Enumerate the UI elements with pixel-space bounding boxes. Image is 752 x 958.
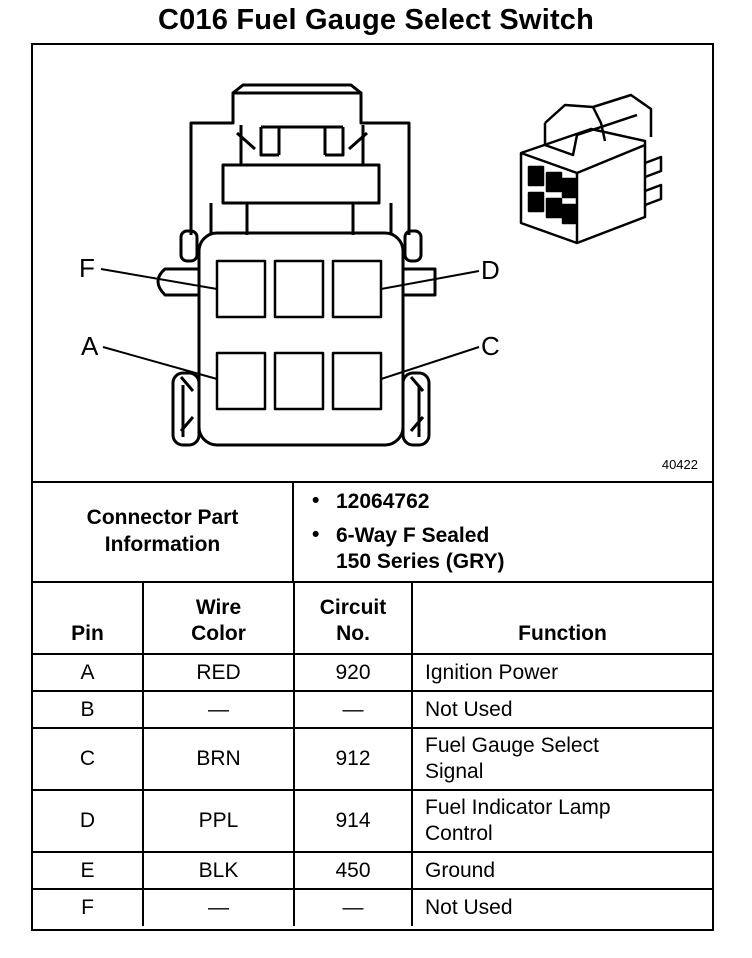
latch-housing <box>189 83 411 235</box>
description-item: • 6-Way F Sealed 150 Series (GRY) <box>312 523 505 575</box>
connector-info-label: Connector Part Information <box>33 481 294 581</box>
table-row: F — — Not Used <box>33 888 712 926</box>
cavity-f <box>215 259 267 319</box>
header-function: Function <box>411 583 712 655</box>
header-pin: Pin <box>33 583 144 655</box>
bullet-icon: • <box>312 523 320 546</box>
cell-circuit: 912 <box>293 727 413 791</box>
cell-color: — <box>142 888 295 926</box>
cavity-b <box>273 351 325 411</box>
bullet-icon: • <box>312 489 320 512</box>
cell-pin: D <box>33 789 144 853</box>
connector-sheet: F D A C 40422 Connector Part Information… <box>31 43 714 931</box>
header-circuit: Circuit No. <box>293 583 413 655</box>
function-line: Fuel Indicator Lamp <box>425 796 611 819</box>
function-line: Control <box>425 822 493 845</box>
cell-color: BLK <box>142 851 295 890</box>
function-line: Fuel Gauge Select <box>425 734 599 757</box>
table-row: E BLK 450 Ground <box>33 851 712 890</box>
cell-circuit: 914 <box>293 789 413 853</box>
cell-function: Ignition Power <box>411 653 712 692</box>
cell-color: BRN <box>142 727 295 791</box>
header-wire-color: Wire Color <box>142 583 295 655</box>
cell-pin: F <box>33 888 144 926</box>
table-row: D PPL 914 Fuel Indicator Lamp Control <box>33 789 712 853</box>
cell-function: Fuel Gauge Select Signal <box>411 727 712 791</box>
header-line: Wire <box>195 596 242 619</box>
cavity-a <box>215 351 267 411</box>
page-title: C016 Fuel Gauge Select Switch <box>157 4 595 36</box>
cell-function: Ground <box>411 851 712 890</box>
header-line: Color <box>191 622 246 645</box>
cell-circuit: 450 <box>293 851 413 890</box>
pin-label-d: D <box>481 255 500 285</box>
info-label-line: Information <box>104 533 221 556</box>
figure-number: 40422 <box>661 457 698 472</box>
table-row: B — — Not Used <box>33 690 712 729</box>
cell-circuit: 920 <box>293 653 413 692</box>
cell-pin: C <box>33 727 144 791</box>
table-header-row: Pin Wire Color Circuit No. Function <box>33 583 712 655</box>
part-number-item: • 12064762 <box>312 489 430 515</box>
cavity-d <box>331 259 383 319</box>
info-label-line: Connector Part <box>86 506 239 529</box>
pin-label-f: F <box>79 253 95 283</box>
description-line: 150 Series (GRY) <box>336 550 505 573</box>
connector-body <box>156 229 437 447</box>
connector-diagram: F D A C 40422 <box>33 45 712 483</box>
cell-pin: A <box>33 653 144 692</box>
pin-table: Pin Wire Color Circuit No. Function A RE… <box>33 583 712 926</box>
description-line: 6-Way F Sealed <box>336 524 490 547</box>
cell-pin: E <box>33 851 144 890</box>
cell-circuit: — <box>293 690 413 729</box>
cell-color: PPL <box>142 789 295 853</box>
connector-info-values: • 12064762 • 6-Way F Sealed 150 Series (… <box>296 481 712 581</box>
cavity-c <box>331 351 383 411</box>
header-line: Circuit <box>319 596 387 619</box>
pin-label-c: C <box>481 331 500 361</box>
cell-function: Fuel Indicator Lamp Control <box>411 789 712 853</box>
table-row: C BRN 912 Fuel Gauge Select Signal <box>33 727 712 791</box>
part-number: 12064762 <box>336 490 430 513</box>
function-line: Signal <box>425 760 484 783</box>
cell-color: — <box>142 690 295 729</box>
cavity-e <box>273 259 325 319</box>
pin-leader-lines <box>100 268 480 380</box>
connector-face-drawing: F D A C <box>79 83 663 447</box>
connector-isometric-sketch <box>519 93 663 245</box>
pin-label-a: A <box>81 331 99 361</box>
cell-pin: B <box>33 690 144 729</box>
cell-function: Not Used <box>411 690 712 729</box>
cell-circuit: — <box>293 888 413 926</box>
connector-part-info: Connector Part Information • 12064762 • … <box>33 481 712 583</box>
cell-function: Not Used <box>411 888 712 926</box>
table-row: A RED 920 Ignition Power <box>33 653 712 692</box>
pin-cavities <box>215 259 383 411</box>
cell-color: RED <box>142 653 295 692</box>
header-line: No. <box>336 622 370 645</box>
